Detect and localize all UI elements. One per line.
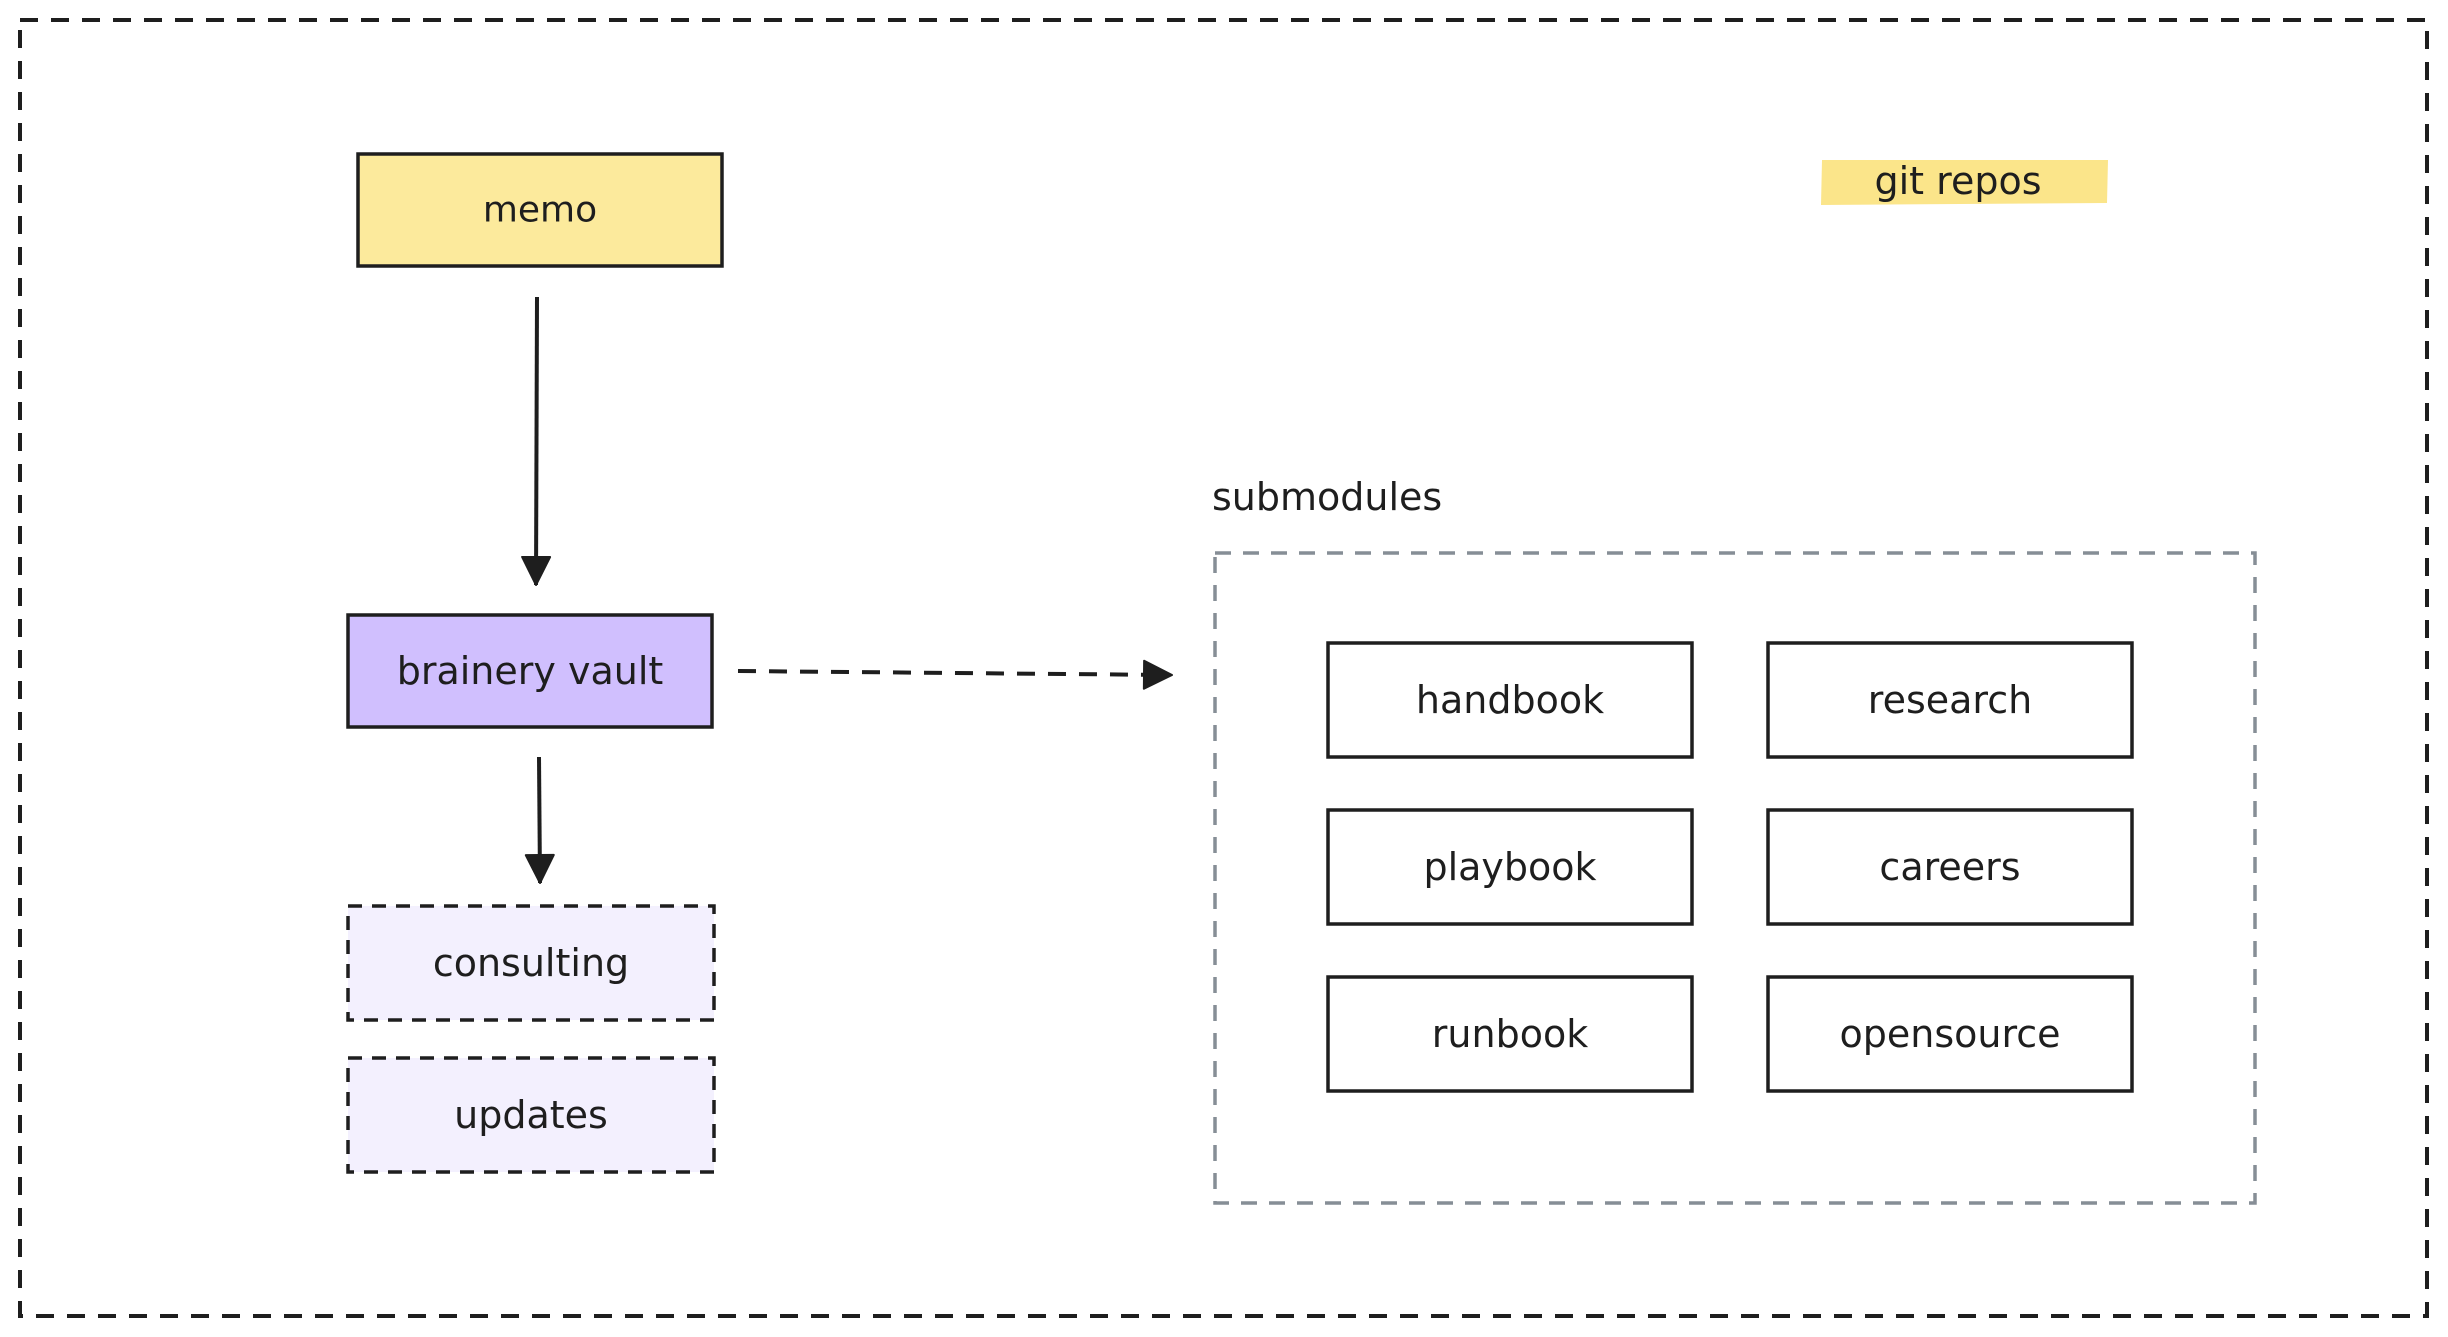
- submodule-careers-label: careers: [1879, 845, 2020, 889]
- submodule-playbook-label: playbook: [1423, 845, 1596, 889]
- submodule-careers-box: [1766, 808, 2134, 926]
- arrow-memo-to-vault: [521, 296, 552, 586]
- memo-node[interactable]: memo: [356, 152, 724, 268]
- submodule-careers[interactable]: careers: [1766, 808, 2134, 926]
- memo-label: memo: [483, 190, 597, 231]
- updates-node[interactable]: updates: [346, 1056, 716, 1174]
- git-repos-tag[interactable]: git repos: [1821, 159, 2108, 205]
- updates-label: updates: [454, 1093, 608, 1137]
- git-repos-label: git repos: [1875, 159, 2042, 203]
- submodule-research-label: research: [1868, 678, 2032, 722]
- git-repos-highlight: [1821, 160, 2108, 205]
- brainery-vault-box: [346, 613, 714, 729]
- consulting-box: [346, 904, 716, 1022]
- updates-box: [346, 1056, 716, 1174]
- brainery-vault-label: brainery vault: [397, 649, 664, 693]
- submodule-opensource[interactable]: opensource: [1766, 975, 2134, 1093]
- submodule-handbook[interactable]: handbook: [1326, 641, 1694, 759]
- submodules-title: submodules: [1212, 475, 1442, 519]
- submodule-runbook-box: [1326, 975, 1694, 1093]
- arrow-vault-to-submodules: [737, 659, 1173, 690]
- memo-box: [356, 152, 724, 268]
- consulting-label: consulting: [433, 941, 629, 985]
- submodule-playbook-box: [1326, 808, 1694, 926]
- outer-container: [18, 18, 2429, 1318]
- consulting-node[interactable]: consulting: [346, 904, 716, 1022]
- submodules-container: [1213, 551, 2257, 1205]
- submodule-runbook[interactable]: runbook: [1326, 975, 1694, 1093]
- brainery-vault-node[interactable]: brainery vault: [346, 613, 714, 729]
- arrow-vault-to-consulting: [524, 756, 555, 884]
- submodule-playbook[interactable]: playbook: [1326, 808, 1694, 926]
- submodule-research-box: [1766, 641, 2134, 759]
- submodule-opensource-box: [1766, 975, 2134, 1093]
- submodule-research[interactable]: research: [1766, 641, 2134, 759]
- submodule-opensource-label: opensource: [1839, 1012, 2060, 1056]
- submodule-handbook-label: handbook: [1416, 678, 1604, 722]
- submodule-handbook-box: [1326, 641, 1694, 759]
- submodule-runbook-label: runbook: [1432, 1012, 1588, 1056]
